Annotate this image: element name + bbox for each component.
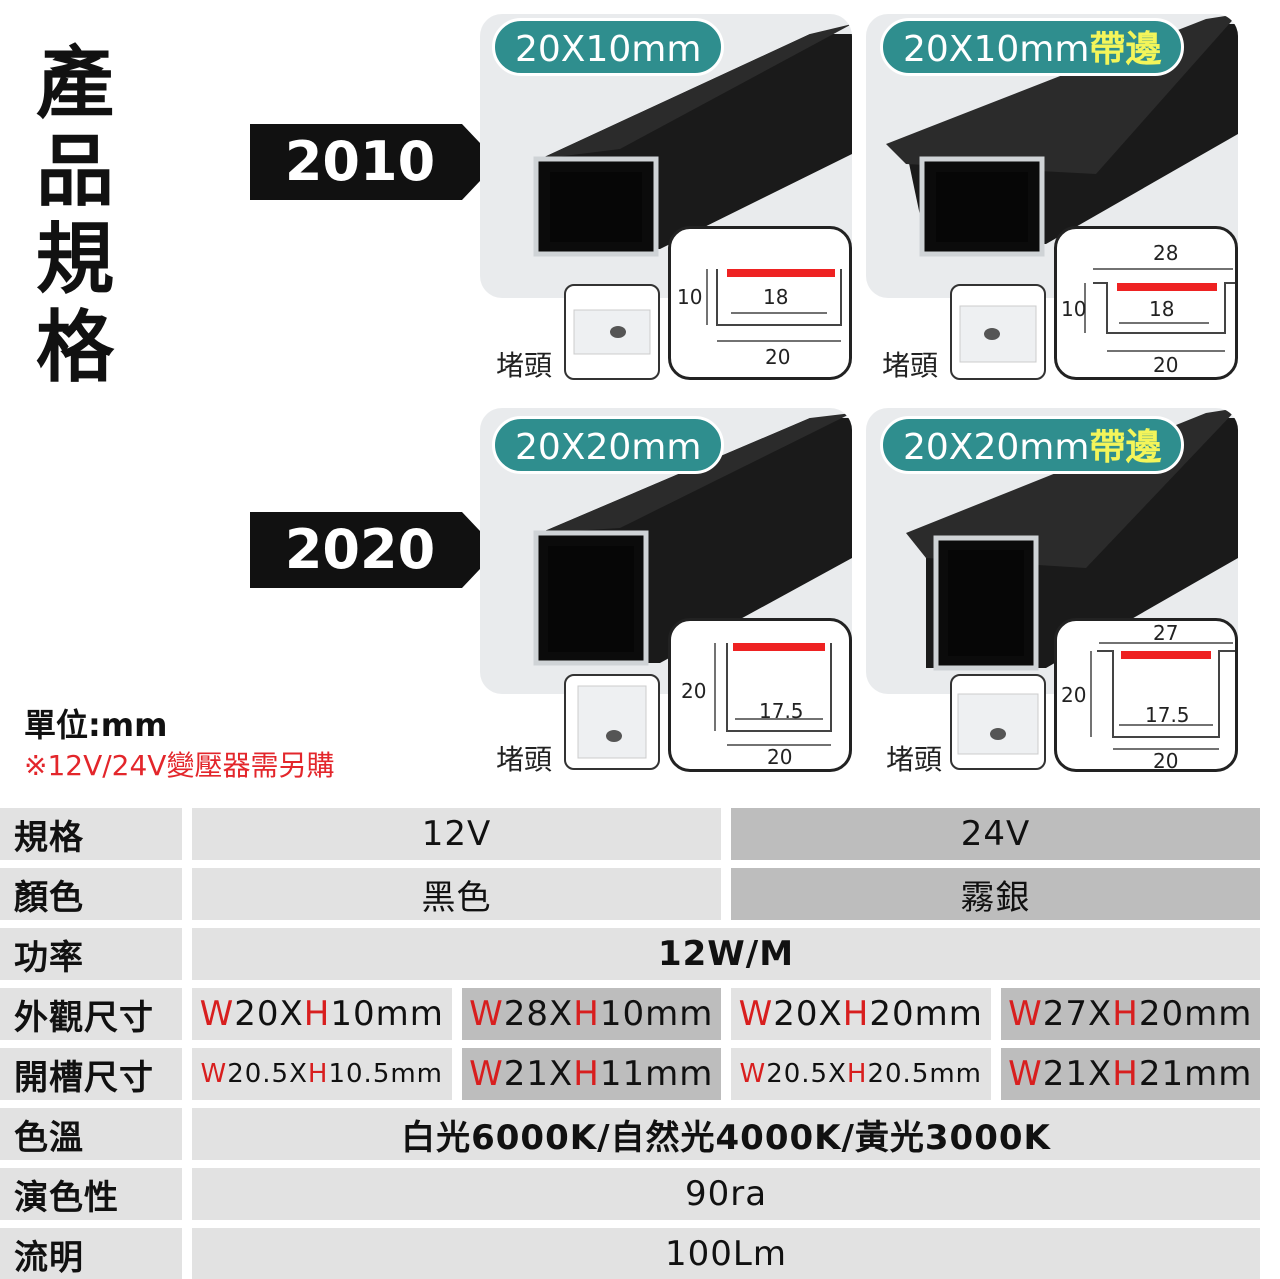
cross-section-icon [714, 643, 832, 746]
end-cap-image [950, 284, 1046, 380]
row-header: 功率 [0, 928, 182, 980]
dim-flange: 27 [1153, 621, 1179, 645]
unit-label: 單位:mm [24, 706, 168, 744]
dim-inner: 17.5 [1145, 703, 1190, 727]
table-cell: 90ra [192, 1168, 1260, 1220]
end-cap-icon [573, 309, 651, 355]
row-header: 顏色 [0, 868, 182, 920]
table-cell: 白光6000K/自然光4000K/黃光3000K [192, 1108, 1260, 1160]
end-cap-label: 堵頭 [496, 743, 553, 776]
end-cap-icon [577, 685, 647, 759]
arrow-tag-icon [250, 512, 498, 588]
dimension-diagram: 10 18 20 [668, 226, 852, 380]
row-header: 色溫 [0, 1108, 182, 1160]
dim-outer: 20 [1153, 353, 1179, 377]
profile-image [906, 408, 1238, 671]
table-row: 色溫 白光6000K/自然光4000K/黃光3000K [0, 1108, 1260, 1160]
table-cell: 24V [731, 808, 1260, 860]
table-cell: 黑色 [192, 868, 721, 920]
table-cell: W20XH10mm [192, 988, 452, 1040]
size-pill: 20X10mm帶邊 [880, 18, 1185, 76]
end-cap-icon [957, 693, 1039, 755]
table-cell: 100Lm [192, 1228, 1260, 1279]
table-row: 顏色 黑色 霧銀 [0, 868, 1260, 920]
end-cap-image [950, 674, 1046, 770]
dim-height: 10 [677, 285, 703, 309]
title-char: 品 [36, 127, 115, 217]
dim-flange: 28 [1153, 241, 1179, 265]
table-cell: W21XH11mm [461, 1048, 721, 1100]
dim-height: 20 [1061, 683, 1087, 707]
end-cap-icon [959, 305, 1037, 363]
row-header: 規格 [0, 808, 182, 860]
size-pill: 20X10mm [492, 18, 725, 76]
dim-outer: 20 [1153, 749, 1179, 773]
table-cell: W20XH20mm [731, 988, 991, 1040]
dim-height: 20 [681, 679, 707, 703]
row-header: 開槽尺寸 [0, 1048, 182, 1100]
end-cap-label: 堵頭 [882, 349, 939, 382]
table-cell: W28XH10mm [461, 988, 721, 1040]
model-label: 2010 [284, 130, 436, 193]
model-tag-2010: 2010 [250, 124, 500, 200]
arrow-tag-icon [250, 124, 498, 200]
dim-outer: 20 [767, 745, 793, 769]
dim-outer: 20 [765, 345, 791, 369]
cross-section-icon [1084, 268, 1235, 352]
row-header: 流明 [0, 1228, 182, 1279]
end-cap-image [564, 284, 660, 380]
page-title: 產 品 規 格 [36, 40, 126, 392]
end-cap-label: 堵頭 [496, 349, 553, 382]
cross-section-icon [1090, 642, 1235, 750]
dim-inner: 18 [1149, 297, 1175, 321]
dim-inner: 17.5 [759, 699, 804, 723]
table-row: 外觀尺寸 W20XH10mm W28XH10mm W20XH20mm W27XH… [0, 988, 1260, 1040]
table-row: 開槽尺寸 W20.5XH10.5mm W21XH11mm W20.5XH20.5… [0, 1048, 1260, 1100]
table-row: 流明 100Lm [0, 1228, 1260, 1279]
table-cell: W20.5XH10.5mm [192, 1048, 452, 1100]
title-char: 產 [36, 39, 115, 129]
title-char: 格 [36, 303, 115, 393]
dimension-diagram: 28 10 18 20 [1054, 226, 1238, 380]
model-label: 2020 [284, 518, 436, 581]
title-char: 規 [36, 215, 115, 305]
row-header: 演色性 [0, 1168, 182, 1220]
row-header: 外觀尺寸 [0, 988, 182, 1040]
size-pill: 20X20mm帶邊 [880, 416, 1185, 474]
table-cell: 霧銀 [731, 868, 1260, 920]
table-cell: 12V [192, 808, 721, 860]
size-pill: 20X20mm [492, 416, 725, 474]
table-row: 演色性 90ra [0, 1168, 1260, 1220]
dim-height: 10 [1061, 297, 1087, 321]
profile-image [533, 24, 852, 257]
dimension-diagram: 20 17.5 20 [668, 618, 852, 772]
table-cell: W20.5XH20.5mm [731, 1048, 991, 1100]
table-cell: W21XH21mm [1000, 1048, 1260, 1100]
dim-inner: 18 [763, 285, 789, 309]
table-row: 功率 12W/M [0, 928, 1260, 980]
table-cell: W27XH20mm [1000, 988, 1260, 1040]
table-row: 規格 12V 24V [0, 808, 1260, 860]
spec-table: 規格 12V 24V 顏色 黑色 霧銀 功率 12W/M 外觀尺寸 W20XH1… [0, 800, 1270, 1279]
end-cap-image [564, 674, 660, 770]
table-cell: 12W/M [192, 928, 1260, 980]
dimension-diagram: 27 20 17.5 20 [1054, 618, 1238, 773]
model-tag-2020: 2020 [250, 512, 500, 588]
cross-section-icon [706, 269, 842, 342]
end-cap-label: 堵頭 [886, 743, 943, 776]
transformer-note: ※12V/24V變壓器需另購 [24, 749, 335, 782]
